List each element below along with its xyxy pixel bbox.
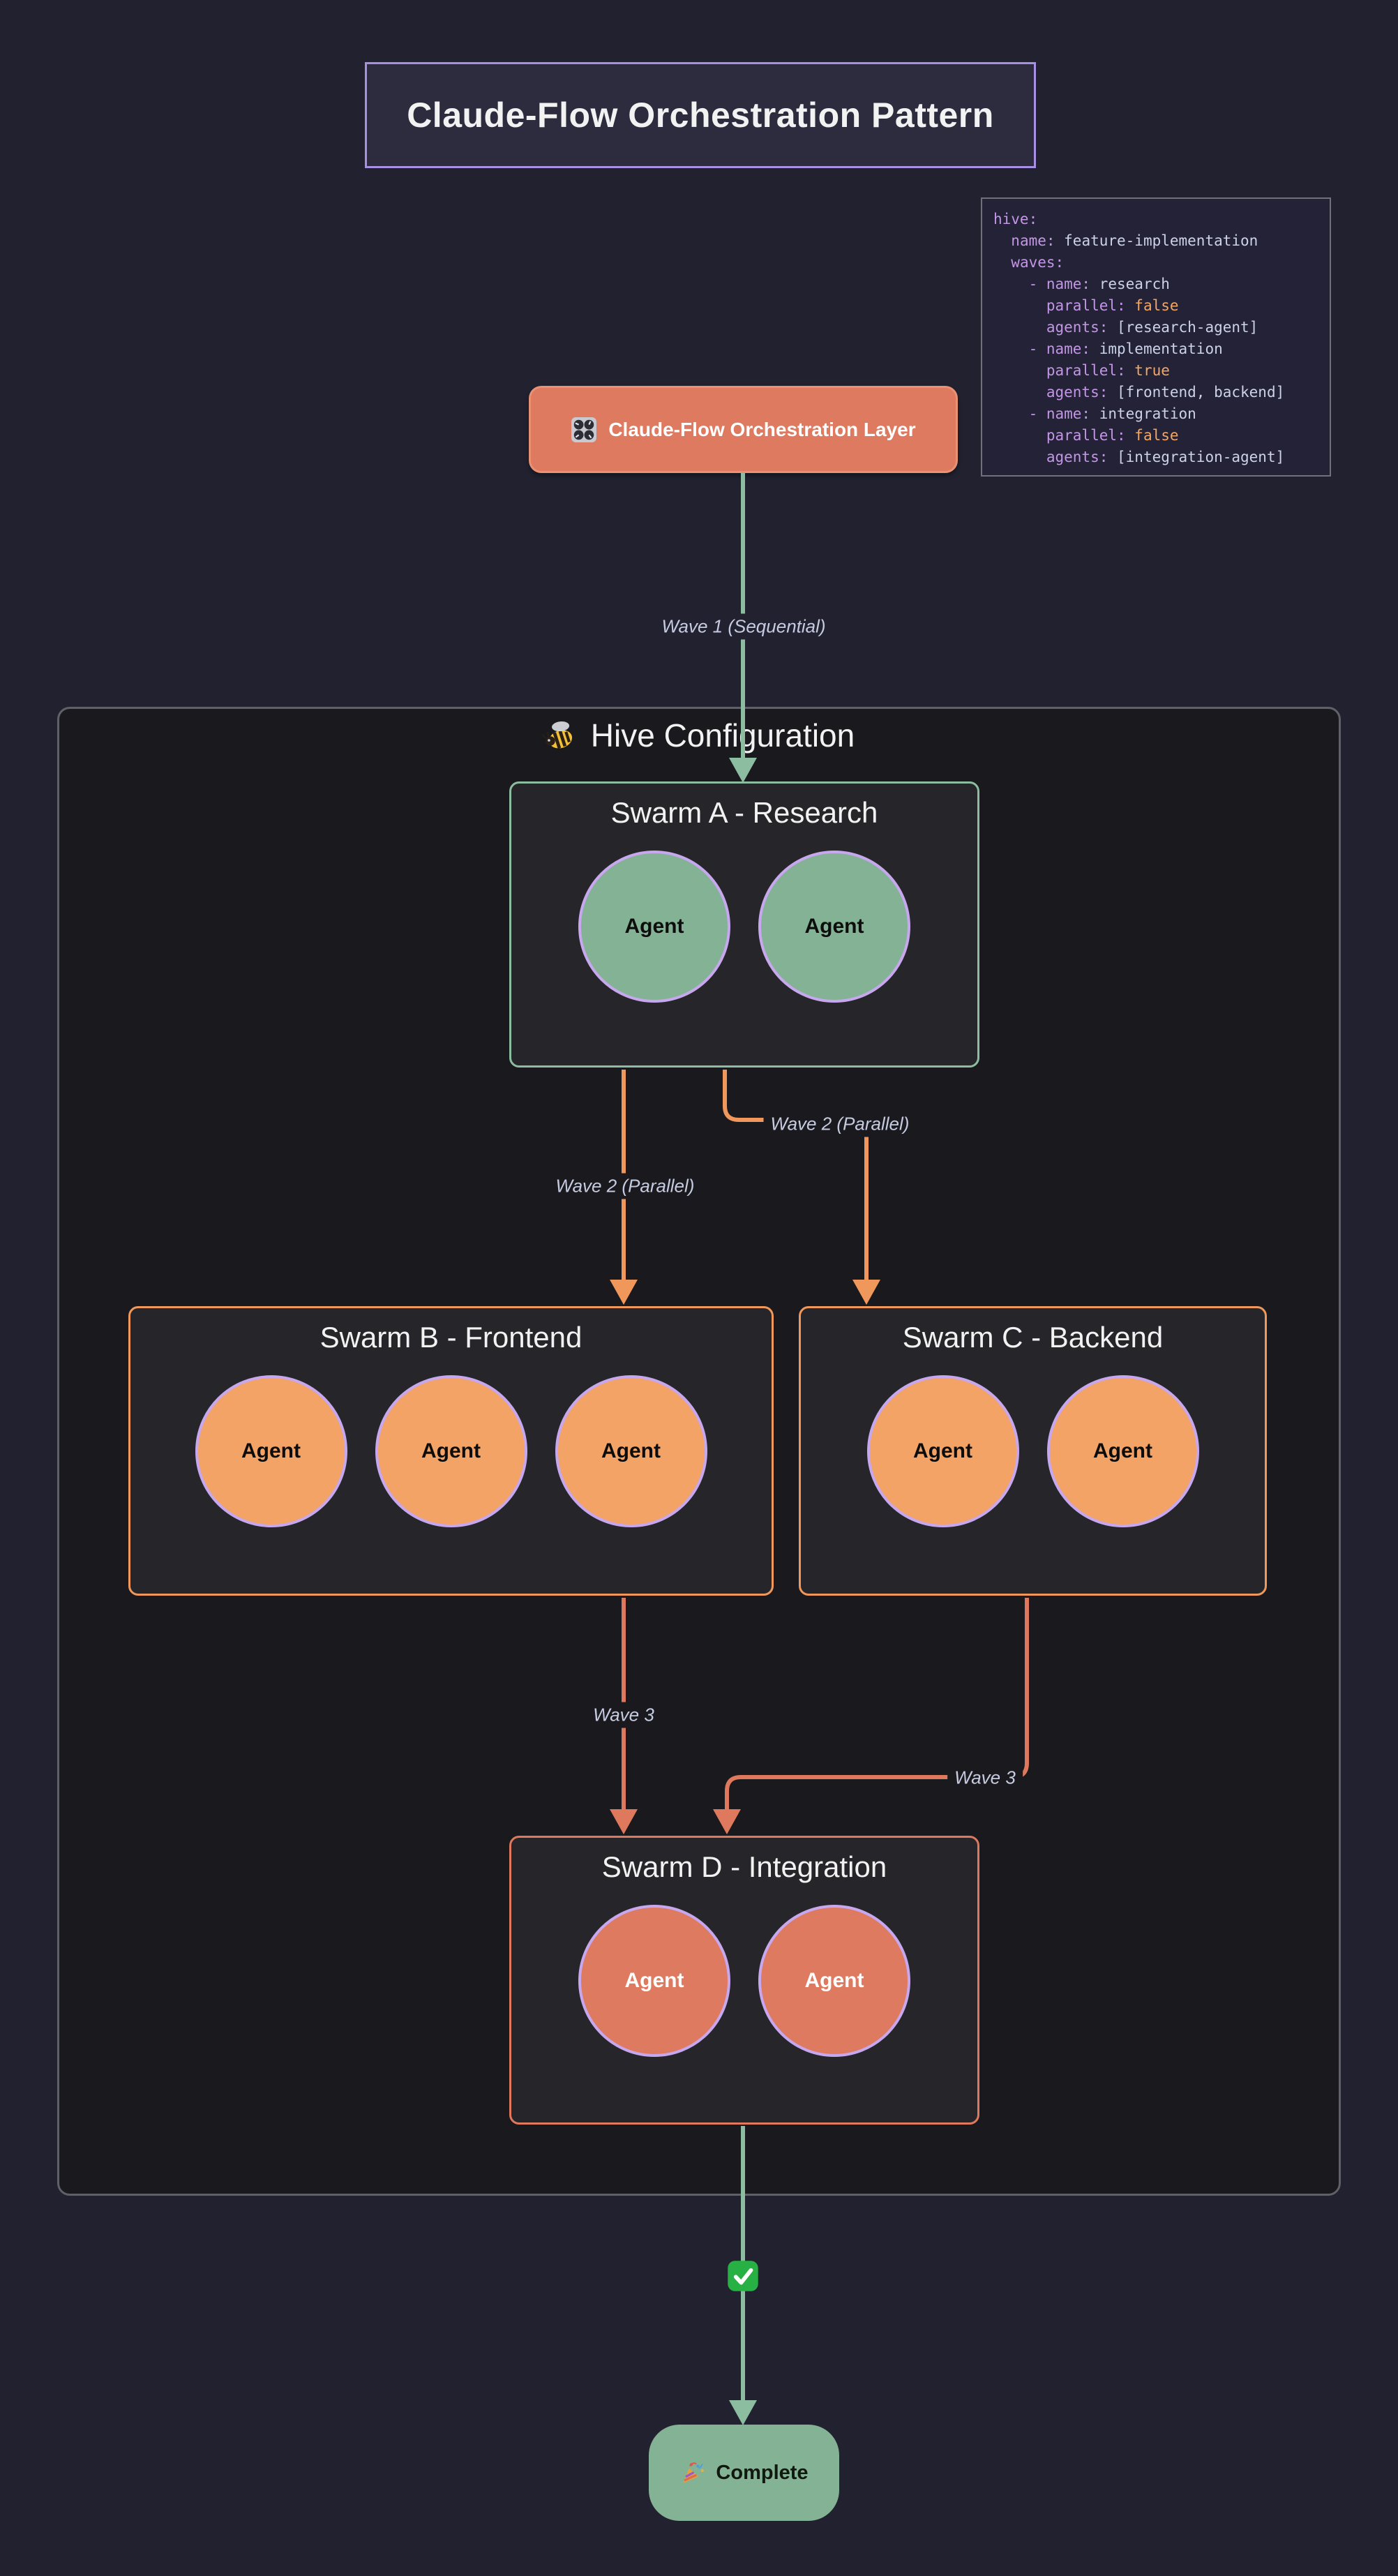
code-line: parallel: true: [1046, 362, 1170, 379]
bee-icon: [541, 716, 580, 755]
wave-1-label: Wave 1 (Sequential): [654, 613, 833, 640]
check-mark-icon: [727, 2260, 759, 2292]
orchestration-layer-label: Claude-Flow Orchestration Layer: [608, 418, 916, 440]
code-line: parallel: false: [1046, 297, 1179, 314]
swarm-b-title: Swarm B - Frontend: [320, 1321, 582, 1354]
wave-3-left-label: Wave 3: [586, 1702, 661, 1728]
hive-configuration-label: Hive Configuration: [590, 717, 855, 754]
code-line: agents: [integration-agent]: [1046, 449, 1285, 465]
agent-node: Agent: [375, 1375, 527, 1527]
agent-node: Agent: [758, 851, 910, 1003]
swarm-a-title: Swarm A - Research: [610, 796, 878, 829]
diagram-title-box: Claude-Flow Orchestration Pattern: [365, 62, 1036, 168]
agent-node: Agent: [578, 1905, 730, 2057]
yaml-config-code-block: hive: name: feature-implementation waves…: [981, 197, 1331, 477]
agent-node: Agent: [555, 1375, 707, 1527]
code-line: parallel: false: [1046, 427, 1179, 444]
agent-node: Agent: [195, 1375, 347, 1527]
agent-node: Agent: [758, 1905, 910, 2057]
agent-node: Agent: [578, 851, 730, 1003]
hive-configuration-title: Hive Configuration: [541, 716, 855, 755]
wave-2-right-label: Wave 2 (Parallel): [763, 1111, 917, 1137]
complete-label: Complete: [716, 2461, 809, 2484]
code-line: hive:: [993, 211, 1038, 227]
party-popper-icon: [679, 2459, 706, 2486]
swarm-d-title: Swarm D - Integration: [601, 1850, 887, 1883]
orchestration-layer-node: Claude-Flow Orchestration Layer: [529, 386, 958, 473]
code-line: agents: [research-agent]: [1046, 319, 1258, 336]
swarm-c-title: Swarm C - Backend: [902, 1321, 1164, 1354]
agent-node: Agent: [1046, 1375, 1199, 1527]
code-line: name: feature-implementation: [1011, 232, 1258, 249]
wave-3-right-label: Wave 3: [947, 1765, 1023, 1791]
code-line: - name: integration: [1028, 405, 1196, 422]
complete-node: Complete: [649, 2425, 839, 2521]
code-line: waves:: [1011, 254, 1065, 271]
code-line: agents: [frontend, backend]: [1046, 384, 1285, 400]
arrowhead-complete: [729, 2400, 757, 2425]
control-knobs-icon: [571, 417, 597, 443]
code-line: - name: implementation: [1028, 340, 1223, 357]
wave-2-left-label: Wave 2 (Parallel): [548, 1173, 702, 1199]
agent-node: Agent: [866, 1375, 1019, 1527]
diagram-title: Claude-Flow Orchestration Pattern: [407, 96, 994, 135]
code-line: - name: research: [1028, 276, 1170, 292]
